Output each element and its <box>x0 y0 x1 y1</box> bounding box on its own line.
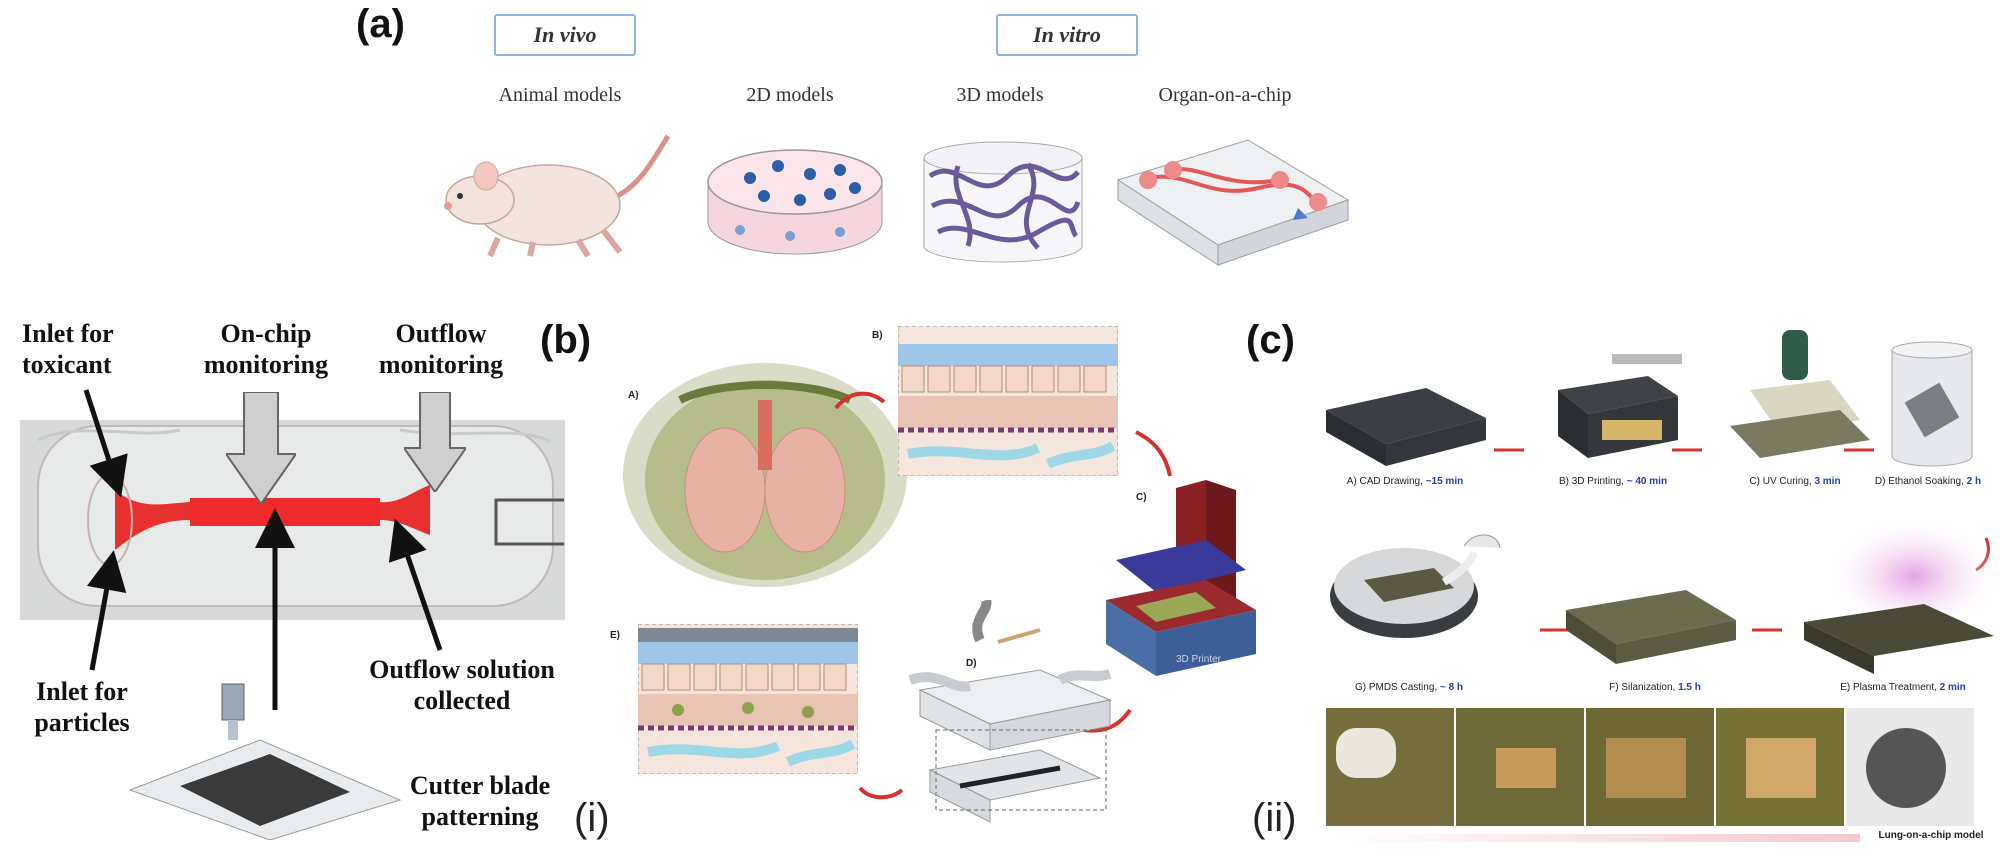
lungs-illustration <box>623 363 907 587</box>
step-uv-curing: C) UV Curing, 3 min <box>1749 476 1841 487</box>
bracket-divider <box>494 498 564 546</box>
gradient-timeline-bar <box>1330 834 1860 842</box>
in-vivo-label: In vivo <box>494 14 636 56</box>
pmds-casting-illustration <box>1330 534 1501 638</box>
step-a-label: A) <box>628 390 639 401</box>
organ-chip-illustration <box>1116 139 1350 266</box>
panel-a-label: (a) <box>356 2 405 46</box>
panel-b-roman-label: (i) <box>574 796 610 840</box>
uv-curing-illustration <box>1730 330 1870 458</box>
step-silanization: F) Silanization, 1.5 h <box>1609 682 1701 693</box>
step-ethanol: D) Ethanol Soaking, 2 h <box>1874 476 1982 487</box>
label-outflow-monitoring: Outflow monitoring <box>378 319 504 379</box>
printer-machine-illustration <box>1558 354 1682 458</box>
assembly-photo-2 <box>1456 708 1584 826</box>
step-e-label: E) <box>610 630 620 641</box>
scaffold-3d-illustration <box>923 141 1083 263</box>
label-inlet-toxicant: Inlet for toxicant <box>22 319 114 379</box>
step-pmds: G) PMDS Casting, ~ 8 h <box>1354 682 1464 693</box>
assembly-photo-3 <box>1586 708 1714 826</box>
label-on-chip-monitoring: On-chip monitoring <box>203 319 329 379</box>
assembly-photo-5 <box>1846 708 1974 826</box>
step-c-label: C) <box>1136 492 1147 503</box>
step-printing: B) 3D Printing, ~ 40 min <box>1558 476 1668 487</box>
label-cutter-blade: Cutter blade patterning <box>409 771 551 831</box>
plasma-treatment-illustration <box>1804 526 2000 674</box>
step-b-label: B) <box>872 330 883 341</box>
label-outflow-collected: Outflow solution collected <box>369 655 555 715</box>
panel-c-label: (c) <box>1246 318 1295 362</box>
chip-device-illustration <box>908 600 1112 823</box>
panel-c-roman-label: (ii) <box>1252 796 1297 840</box>
model-label-animal: Animal models <box>498 84 622 106</box>
printer-3d-illustration: 3D Printer <box>1106 480 1256 676</box>
silanization-illustration <box>1566 590 1736 664</box>
assembly-photo-4 <box>1716 708 1844 826</box>
label-inlet-particles: Inlet for particles <box>34 677 130 737</box>
pointer-arrows <box>83 389 443 710</box>
step-cad: A) CAD Drawing, ~15 min <box>1346 476 1464 487</box>
tissue-layer-b <box>898 326 1118 476</box>
cutter-blade-slide <box>128 683 402 840</box>
step-plasma: E) Plasma Treatment, 2 min <box>1840 682 1966 693</box>
ethanol-beaker-illustration <box>1891 341 1973 467</box>
in-vitro-label: In vitro <box>996 14 1138 56</box>
down-arrow-icon <box>404 392 466 492</box>
model-label-2d: 2D models <box>746 84 834 106</box>
step-d-label: D) <box>966 658 977 669</box>
down-arrow-icon <box>226 392 296 504</box>
petri-dish-2d-illustration <box>707 149 883 255</box>
model-label-organ-chip: Organ-on-a-chip <box>1158 84 1292 106</box>
svg-text:3D Printer: 3D Printer <box>1176 654 1222 665</box>
tissue-layer-e <box>638 624 858 774</box>
mouse-illustration <box>444 134 671 258</box>
model-label-3d: 3D models <box>956 84 1044 106</box>
cad-tray-illustration <box>1326 388 1486 466</box>
assembly-photo-1 <box>1326 708 1454 826</box>
panel-b-label: (b) <box>540 318 592 362</box>
final-model-label: Lung-on-a-chip model <box>1878 830 1984 841</box>
